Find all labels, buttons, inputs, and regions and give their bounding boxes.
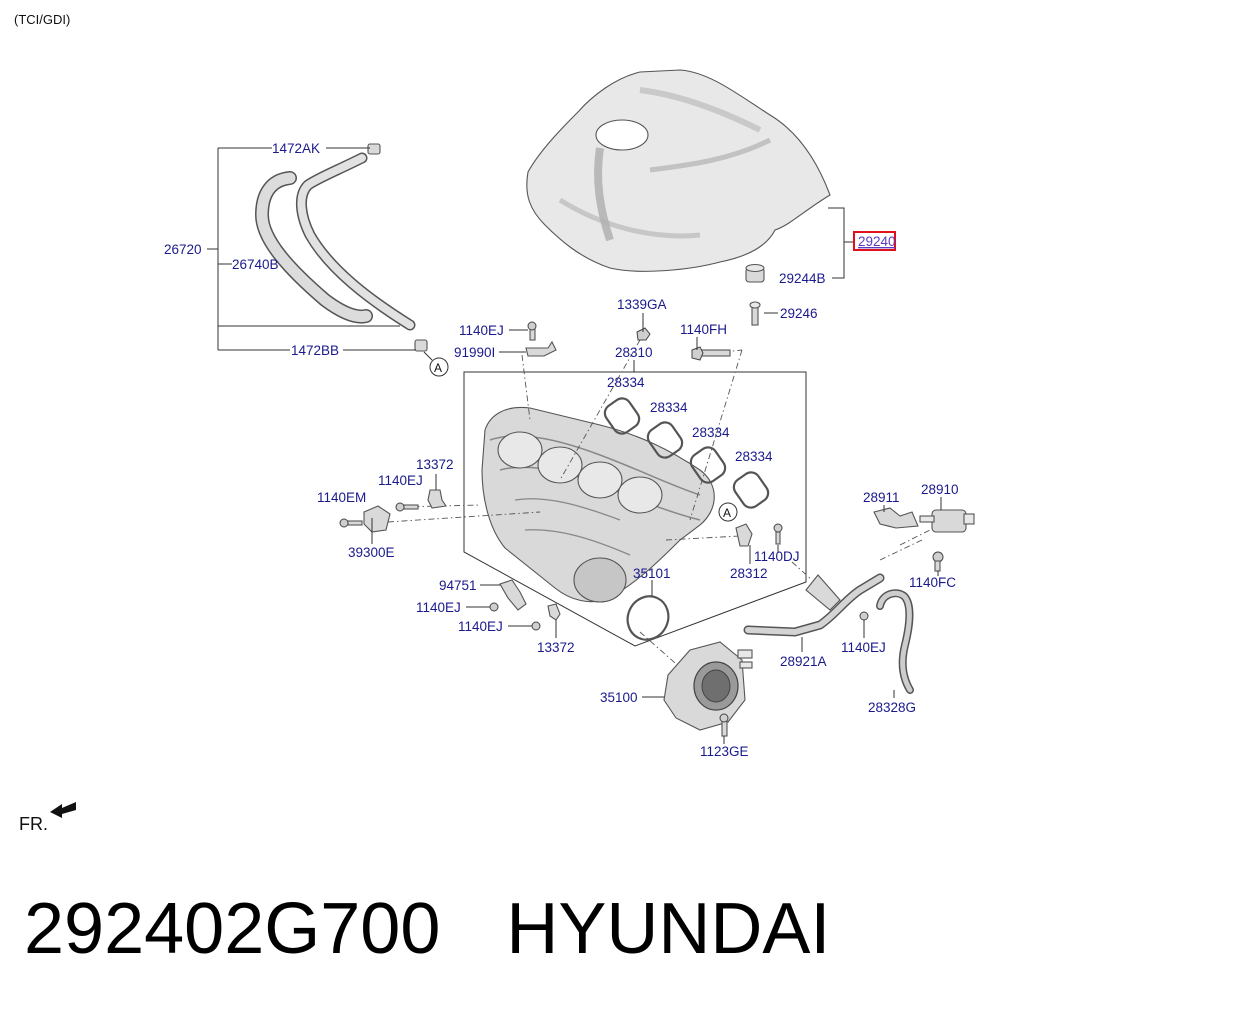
bolt-1140FH[interactable] <box>691 346 731 361</box>
callout-94751[interactable]: 94751 <box>439 578 477 593</box>
grommet-29244B[interactable] <box>745 263 765 283</box>
purge-valve-28910[interactable] <box>919 509 975 533</box>
callout-1140EJ-top[interactable]: 1140EJ <box>459 323 504 338</box>
connection-marker-a-lower: A <box>718 502 738 522</box>
callout-13372-top[interactable]: 13372 <box>416 457 454 472</box>
connection-marker-a: A <box>429 357 449 377</box>
callout-28310[interactable]: 28310 <box>615 345 653 360</box>
callout-1140EJ-right[interactable]: 1140EJ <box>841 640 886 655</box>
front-arrow-icon <box>50 802 76 818</box>
manifold-group-frame <box>463 371 807 647</box>
callout-35100[interactable]: 35100 <box>600 690 638 705</box>
callout-1339GA[interactable]: 1339GA <box>617 297 667 312</box>
bolt-1123GE[interactable] <box>719 713 729 737</box>
front-orientation-label: FR. <box>19 814 48 834</box>
callout-1472AK[interactable]: 1472AK <box>272 141 320 156</box>
throttle-body-35100[interactable] <box>663 641 753 731</box>
callout-1140FH[interactable]: 1140FH <box>680 322 727 337</box>
callout-26740B[interactable]: 26740B <box>232 257 279 272</box>
port-gasket-28334-1[interactable] <box>601 395 642 437</box>
nut-1339GA[interactable] <box>636 327 651 341</box>
bolt-1140EJ-top[interactable] <box>527 321 537 341</box>
part-number: 292402G700 <box>24 889 441 969</box>
callout-28334-1[interactable]: 28334 <box>607 375 645 390</box>
callout-1140DJ[interactable]: 1140DJ <box>754 549 800 564</box>
callout-28911[interactable]: 28911 <box>863 490 900 505</box>
engine-variant-label: (TCI/GDI) <box>14 12 71 27</box>
callout-28334-3[interactable]: 28334 <box>692 425 730 440</box>
sensor-28312[interactable] <box>735 523 753 547</box>
bracket-28911[interactable] <box>873 507 919 529</box>
intake-manifold-28310[interactable] <box>481 406 715 603</box>
gasket-35101[interactable] <box>621 590 676 647</box>
callout-26720[interactable]: 26720 <box>164 242 202 257</box>
callout-13372-low[interactable]: 13372 <box>537 640 575 655</box>
callout-35101[interactable]: 35101 <box>633 566 671 581</box>
callout-1140FC[interactable]: 1140FC <box>909 575 956 590</box>
highlight-box-29240 <box>853 231 896 251</box>
bolt-1140DJ[interactable] <box>773 523 783 545</box>
vacuum-hose-28328G[interactable] <box>876 589 914 694</box>
bracket-13372-top[interactable] <box>427 489 447 509</box>
mounting-pin-29246[interactable] <box>749 301 761 326</box>
callout-29240[interactable]: 29240 <box>858 234 896 249</box>
bolt-1140FC[interactable] <box>932 551 944 572</box>
callout-29246[interactable]: 29246 <box>780 306 818 321</box>
purge-hose-28921A[interactable] <box>743 573 885 637</box>
hose-clip-1472BB[interactable] <box>414 339 428 352</box>
port-gasket-28334-4[interactable] <box>730 469 771 511</box>
callout-28921A[interactable]: 28921A <box>780 654 827 669</box>
bolt-1140EJ-low2[interactable] <box>531 621 541 631</box>
callout-39300E[interactable]: 39300E <box>348 545 395 560</box>
svg-text:A: A <box>434 361 442 375</box>
engine-cover-29240[interactable] <box>526 69 831 272</box>
bracket-94751[interactable] <box>499 579 527 611</box>
bolt-1140EJ-right[interactable] <box>859 611 869 621</box>
breather-hose-26720[interactable] <box>296 152 416 331</box>
port-gasket-28334-3[interactable] <box>687 444 728 486</box>
pcv-hose-26740B[interactable] <box>254 171 373 324</box>
hose-clip-1472AK[interactable] <box>367 143 381 155</box>
callout-1140EJ-low1[interactable]: 1140EJ <box>416 600 461 615</box>
map-sensor-39300E[interactable] <box>363 505 391 533</box>
bolt-1140EJ-left[interactable] <box>395 502 419 512</box>
bracket-13372-low[interactable] <box>547 603 561 621</box>
callout-28328G[interactable]: 28328G <box>868 700 916 715</box>
callout-1140EJ-left[interactable]: 1140EJ <box>378 473 423 488</box>
callout-1140EJ-low2[interactable]: 1140EJ <box>458 619 503 634</box>
callout-29244B[interactable]: 29244B <box>779 271 826 286</box>
port-gasket-28334-2[interactable] <box>644 419 685 461</box>
callout-91990I[interactable]: 91990I <box>454 345 495 360</box>
part-number-footer: 292402G700 HYUNDAI <box>24 888 830 978</box>
callout-28334-4[interactable]: 28334 <box>735 449 773 464</box>
exploded-parts-diagram: 29240 29244B 29246 1472AK 26720 26740B 1… <box>164 69 975 759</box>
bracket-91990I[interactable] <box>525 340 557 357</box>
callout-28312[interactable]: 28312 <box>730 566 768 581</box>
callout-28334-2[interactable]: 28334 <box>650 400 688 415</box>
bolt-1140EJ-low1[interactable] <box>489 602 499 612</box>
bolt-1140EM[interactable] <box>339 518 363 528</box>
callout-28910[interactable]: 28910 <box>921 482 959 497</box>
callout-1140EM[interactable]: 1140EM <box>317 490 366 505</box>
brand-name: HYUNDAI <box>506 889 831 969</box>
callout-1123GE[interactable]: 1123GE <box>700 744 749 759</box>
callout-1472BB[interactable]: 1472BB <box>291 343 339 358</box>
svg-text:A: A <box>723 506 731 520</box>
